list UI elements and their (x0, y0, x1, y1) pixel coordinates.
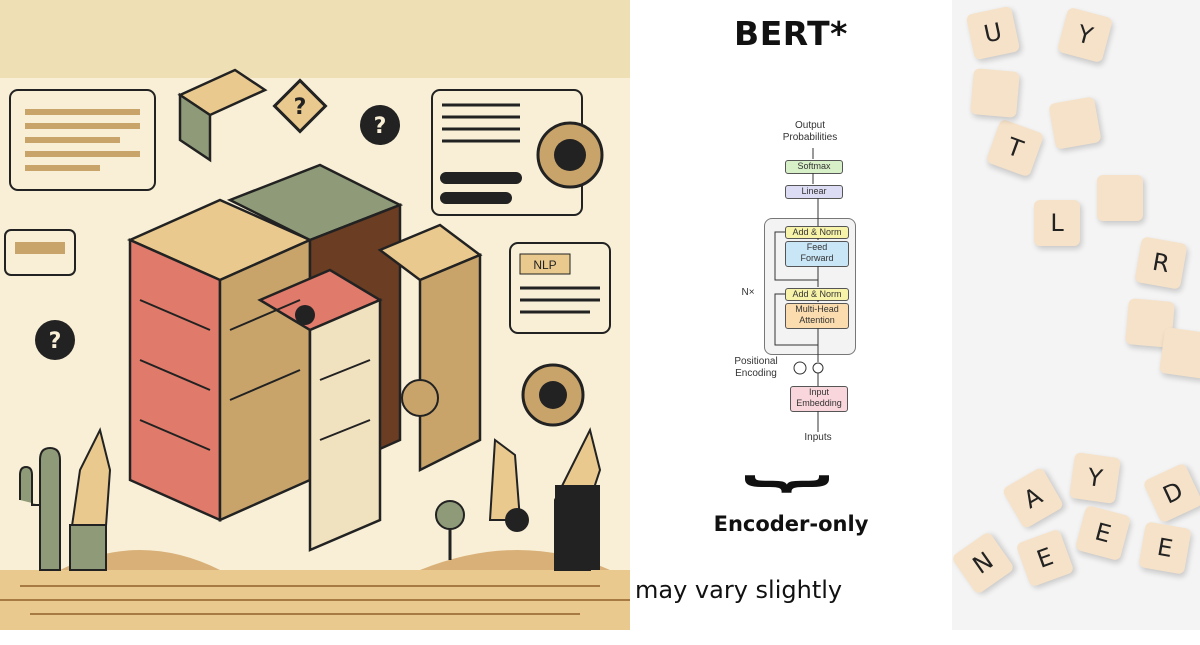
add-norm-bottom-block: Add & Norm (785, 288, 849, 301)
nlp-illustration: NLP ? ? ? (0, 0, 630, 630)
letter-tile: E (1138, 521, 1192, 575)
tile-letter: Y (1085, 463, 1105, 493)
block-details (139, 299, 371, 451)
letter-tile (1048, 96, 1102, 150)
sleeve-right (555, 485, 600, 570)
nx-label: N× (741, 287, 755, 298)
gear-hub (554, 139, 586, 171)
tile-letter: Y (1074, 19, 1096, 51)
tile-letter: N (967, 546, 999, 580)
letter-tile: Y (1069, 452, 1121, 504)
letter-tile: A (1001, 466, 1065, 530)
isometric-blocks-illustration: NLP ? ? ? (0, 0, 630, 630)
top-band (0, 0, 630, 78)
bert-architecture-panel: BERT* Output Probabilities Softmax Linea… (630, 0, 952, 630)
ground-lines (0, 585, 630, 615)
linear-block: Linear (785, 185, 843, 199)
letter-tile: R (1134, 236, 1188, 290)
add-operator-icon (812, 362, 824, 374)
cactus (39, 446, 61, 571)
letter-tile: U (965, 5, 1021, 61)
knob-center (539, 381, 567, 409)
sleeve-left (69, 524, 107, 571)
cactus-arm (19, 465, 40, 506)
pill-bar-1 (440, 172, 522, 184)
page-title: BERT* (734, 14, 848, 53)
letter-tile: D (1142, 462, 1200, 524)
positional-encoding-label: Positional Encoding (734, 356, 778, 379)
tile-letter: L (1050, 209, 1064, 237)
question-node-icon (35, 320, 75, 360)
multi-head-attention-block: Multi-Head Attention (785, 303, 849, 329)
diagram-arrows (774, 148, 824, 432)
question-mark-glyph: ? (294, 95, 307, 120)
text-card-left-lines (25, 109, 140, 171)
question-circle-icon (360, 105, 400, 145)
letter-tile (1159, 327, 1200, 379)
input-embedding-block: Input Embedding (790, 386, 848, 412)
letter-tile: E (1074, 504, 1132, 562)
letter-tile: L (1034, 200, 1080, 246)
feed-forward-block: Feed Forward (785, 241, 849, 267)
letter-tile: E (1015, 528, 1075, 588)
text-card-right-lines (442, 103, 520, 143)
tile-letter: A (1018, 481, 1048, 515)
dial-icon (505, 508, 529, 532)
letter-tile (970, 68, 1020, 118)
question-mark-glyph-2: ? (374, 114, 387, 139)
caption-text: may vary slightly (635, 576, 843, 604)
tile-letter: U (981, 17, 1005, 49)
tile-letter: D (1158, 476, 1188, 510)
encoder-frame (764, 218, 856, 355)
hand-middle (488, 438, 522, 521)
nlp-sign-text: NLP (533, 258, 556, 272)
question-mark-glyph-3: ? (49, 329, 62, 354)
block-cluster (126, 68, 483, 552)
letter-tile (1097, 175, 1143, 221)
network-node-icon (401, 379, 439, 417)
small-card-bar (15, 242, 65, 254)
add-norm-top-block: Add & Norm (785, 226, 849, 239)
softmax-block: Softmax (785, 160, 843, 174)
encoder-only-label: Encoder-only (713, 512, 869, 536)
nlp-sign-label-bg (519, 253, 571, 275)
question-diamond-icon (272, 78, 328, 134)
pill-bar-2 (440, 192, 512, 204)
output-probabilities-label: Output Probabilities (782, 120, 838, 143)
tile-letter: E (1092, 517, 1114, 549)
nlp-sign-lines (520, 286, 600, 314)
tile-letter: E (1033, 542, 1057, 574)
inputs-label: Inputs (804, 432, 832, 443)
letter-tile: T (985, 118, 1045, 178)
letter-tile: N (950, 530, 1016, 596)
tile-letter: T (1003, 132, 1027, 164)
sine-wave-icon (793, 361, 807, 375)
letter-tile: Y (1056, 6, 1114, 64)
tile-letter: E (1155, 532, 1175, 564)
tile-letter: R (1150, 247, 1172, 279)
lock-dot (295, 305, 315, 325)
tree-icon (435, 500, 465, 530)
